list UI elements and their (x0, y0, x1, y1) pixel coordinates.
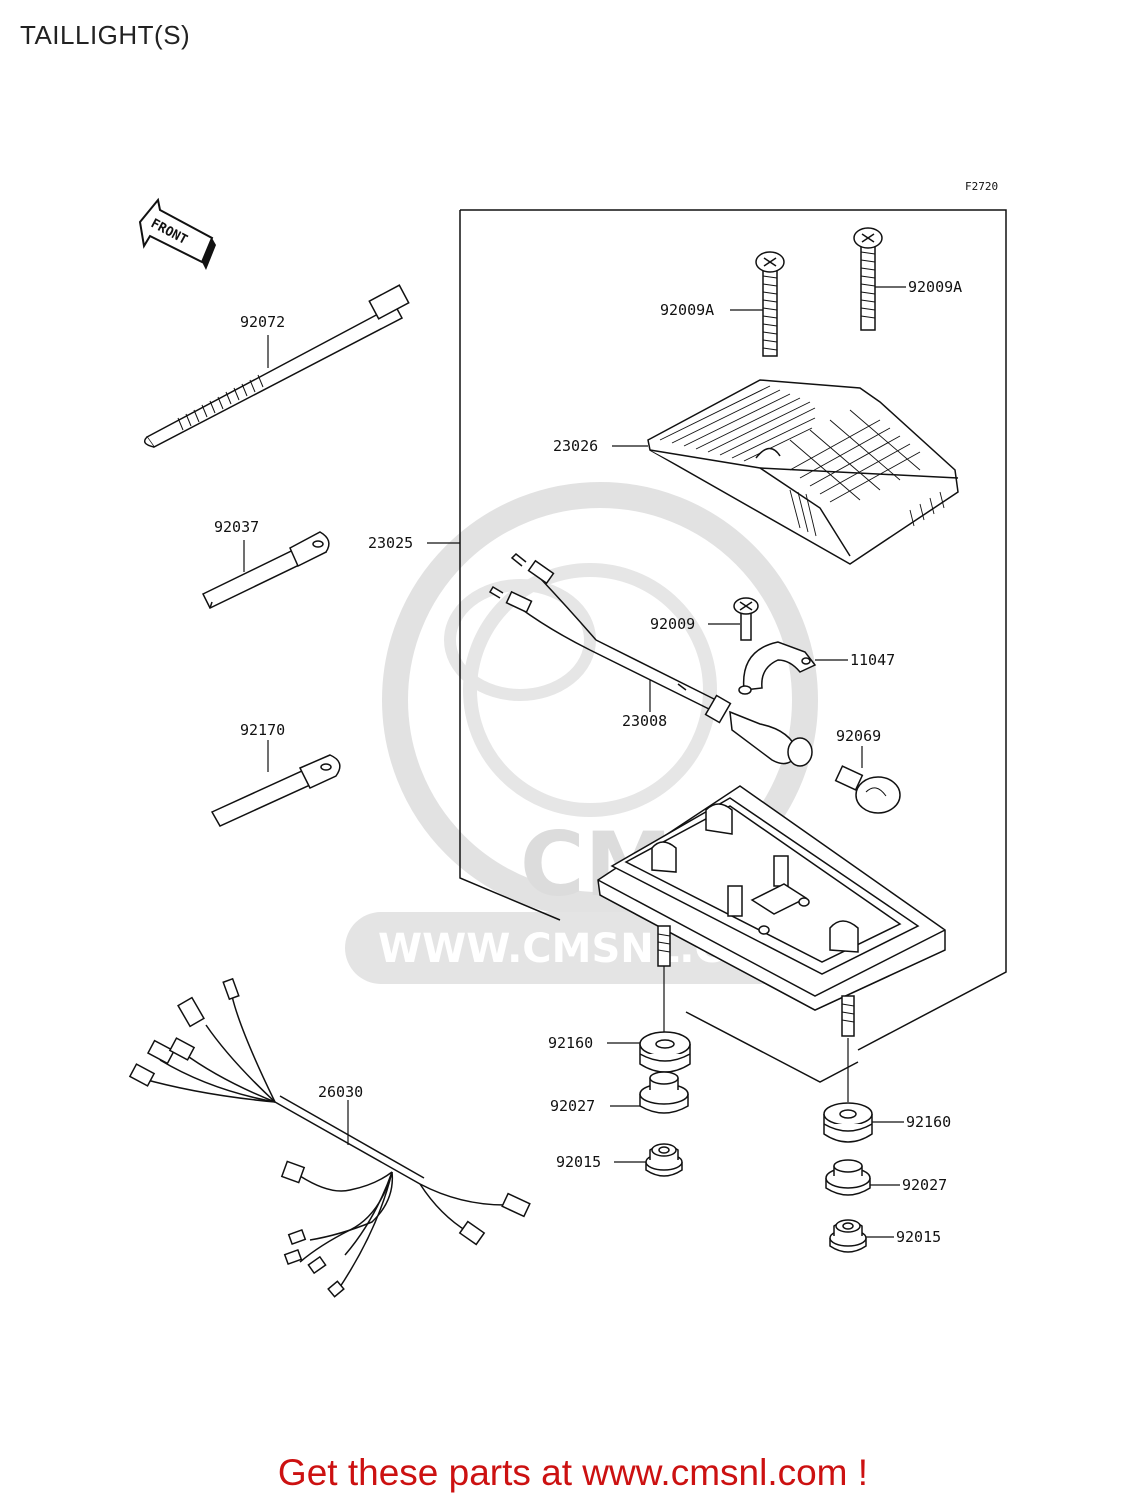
part-label-23008: 23008 (622, 712, 667, 730)
front-arrow-icon: FRONT (138, 197, 216, 270)
part-label-92170: 92170 (240, 721, 285, 739)
grommet-92160-right (823, 1102, 873, 1143)
taillight-base (597, 785, 946, 1037)
part-label-92160-right: 92160 (906, 1113, 951, 1131)
page-title: TAILLIGHT(S) (20, 20, 191, 50)
part-label-92009: 92009 (650, 615, 695, 633)
bracket-92037 (201, 531, 330, 609)
part-label-23025: 23025 (368, 534, 413, 552)
collar-92027-right (825, 1159, 871, 1196)
part-label-92009A-left: 92009A (660, 301, 714, 319)
wire-harness-26030 (128, 977, 531, 1298)
socket-harness-23008 (488, 552, 813, 767)
part-label-11047: 11047 (850, 651, 895, 669)
part-label-92015-left: 92015 (556, 1153, 601, 1171)
screw-92009 (733, 597, 759, 641)
part-label-92037: 92037 (214, 518, 259, 536)
part-label-92027-left: 92027 (550, 1097, 595, 1115)
lens-23026 (647, 379, 959, 565)
bracket-92170 (210, 754, 341, 827)
assembly-outline (459, 209, 1007, 1083)
part-label-92072: 92072 (240, 313, 285, 331)
clamp-11047 (738, 641, 817, 695)
part-label-26030: 26030 (318, 1083, 363, 1101)
cable-tie-92072 (143, 284, 410, 448)
part-label-92027-right: 92027 (902, 1176, 947, 1194)
part-label-92069: 92069 (836, 727, 881, 745)
parts-diagram: CMS WWW.CMSNL.COM F2720 FRONT 92072 (128, 180, 1007, 1298)
nut-92015-right (829, 1219, 867, 1253)
part-label-23026: 23026 (553, 437, 598, 455)
screw-92009A-left (755, 251, 785, 357)
part-label-92015-right: 92015 (896, 1228, 941, 1246)
figure-code: F2720 (965, 180, 998, 193)
part-label-92009A-right: 92009A (908, 278, 962, 296)
screw-92009A-right (853, 227, 883, 331)
part-label-92160-left: 92160 (548, 1034, 593, 1052)
collar-92027-left (639, 1071, 689, 1114)
nut-92015-left (645, 1143, 683, 1177)
bulb-92069 (834, 765, 901, 814)
grommet-92160-left (639, 1031, 691, 1073)
footer-link[interactable]: Get these parts at www.cmsnl.com ! (277, 1452, 869, 1493)
